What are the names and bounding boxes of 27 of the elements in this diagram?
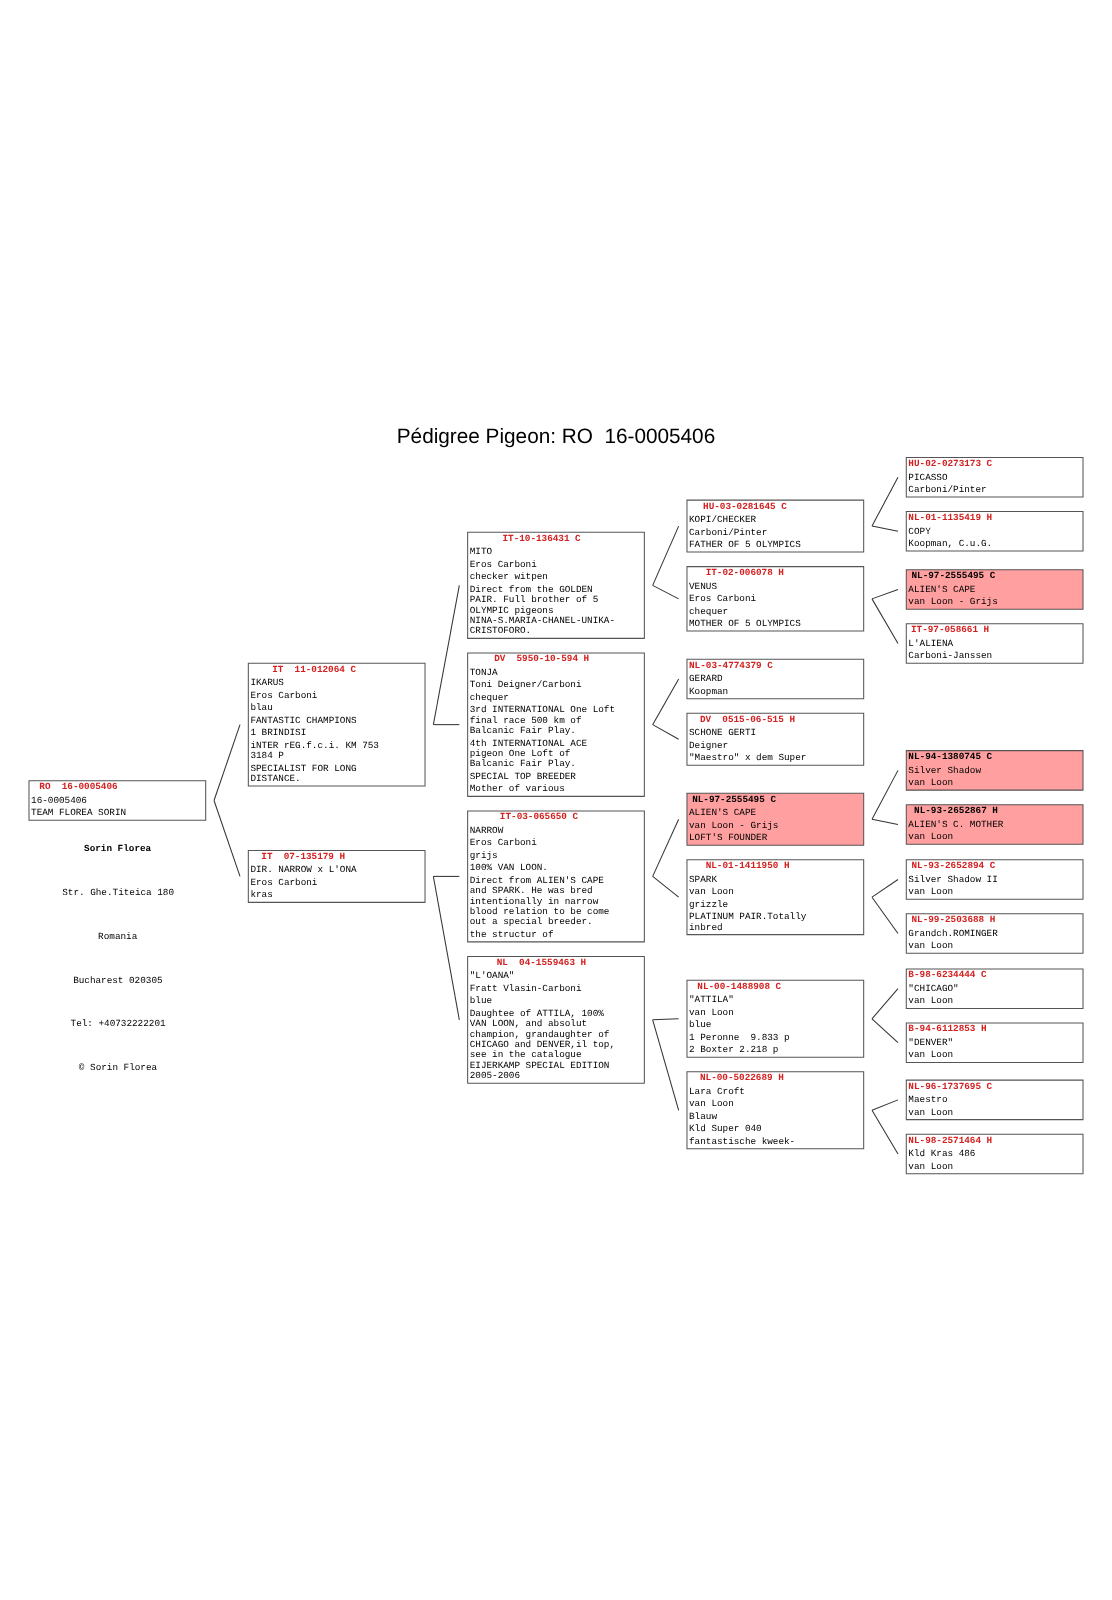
connector bbox=[652, 818, 680, 877]
diagram-title: Pédigree Pigeon: RO 16-0005406 bbox=[396, 426, 716, 449]
connector bbox=[652, 875, 680, 898]
connector bbox=[432, 584, 460, 726]
connector bbox=[871, 598, 899, 645]
connector bbox=[652, 1018, 680, 1021]
connector bbox=[213, 724, 241, 802]
connector bbox=[871, 988, 899, 1020]
connector bbox=[213, 800, 241, 877]
connector bbox=[871, 769, 899, 820]
connector bbox=[871, 1099, 899, 1111]
connector bbox=[652, 1019, 680, 1111]
connector bbox=[871, 589, 899, 600]
connector bbox=[871, 476, 899, 527]
connector bbox=[871, 1109, 899, 1155]
connector bbox=[652, 724, 680, 740]
connector bbox=[432, 875, 460, 877]
connector bbox=[432, 724, 460, 726]
connector bbox=[871, 525, 899, 532]
connector bbox=[652, 525, 680, 586]
connector bbox=[652, 678, 680, 726]
connector bbox=[871, 1018, 899, 1044]
connector bbox=[871, 896, 899, 935]
connector bbox=[652, 584, 680, 600]
connector bbox=[432, 875, 460, 1021]
connector bbox=[871, 818, 899, 825]
connector bbox=[871, 879, 899, 898]
